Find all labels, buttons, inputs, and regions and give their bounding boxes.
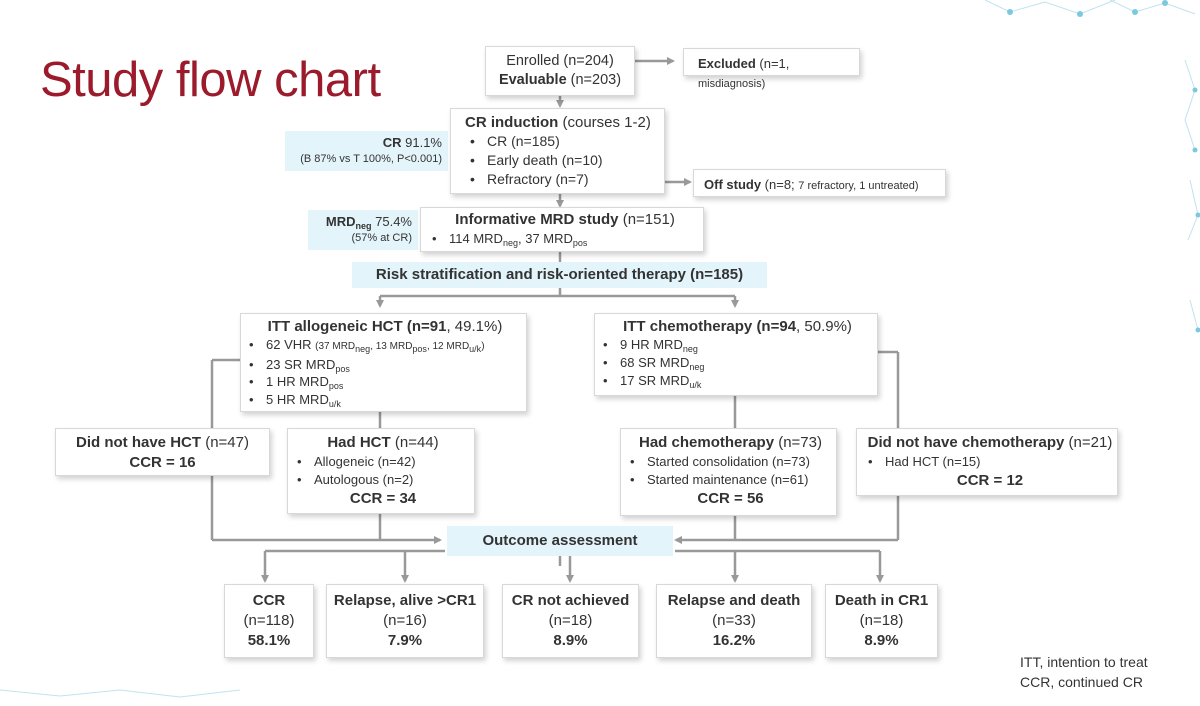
cr-rate-note: CR 91.1% (B 87% vs T 100%, P<0.001)	[285, 131, 448, 171]
had-chemo-box: Had chemotherapy (n=73) Started consolid…	[620, 428, 837, 516]
list-item: 5 HR MRDu/k	[244, 391, 526, 409]
mrd-rate-note: MRDneg 75.4% (57% at CR)	[308, 210, 418, 250]
had-hct-box: Had HCT (n=44) Allogeneic (n=42) Autolog…	[287, 428, 475, 514]
off-study-box: Off study (n=8; 7 refractory, 1 untreate…	[693, 169, 946, 197]
list-item: 114 MRDneg, 37 MRDpos	[427, 229, 703, 248]
list-item: CR (n=185)	[465, 132, 664, 151]
cr-induction-box: CR induction (courses 1-2) CR (n=185) Ea…	[450, 108, 665, 194]
page-title: Study flow chart	[40, 53, 381, 107]
list-item: Allogeneic (n=42)	[292, 453, 474, 471]
list-item: 68 SR MRDneg	[598, 354, 877, 372]
no-hct-box: Did not have HCT (n=47) CCR = 16	[55, 428, 270, 476]
outcome-assessment-band: Outcome assessment	[447, 526, 673, 556]
list-item: Had HCT (n=15)	[863, 453, 1117, 471]
outcome-box-cr-not-achieved: CR not achieved(n=18)8.9%	[502, 584, 639, 658]
itt-chemo-box: ITT chemotherapy (n=94, 50.9%) 9 HR MRDn…	[594, 313, 878, 396]
evaluable-line: Evaluable (n=203)	[498, 72, 622, 88]
list-item: Autologous (n=2)	[292, 471, 474, 489]
enrolled-box: Enrolled (n=204) Evaluable (n=203)	[485, 46, 635, 96]
outcome-box-relapse-alive: Relapse, alive >CR1(n=16)7.9%	[326, 584, 484, 658]
list-item: Refractory (n=7)	[465, 170, 664, 189]
itt-hct-box: ITT allogeneic HCT (n=91, 49.1%) 62 VHR …	[240, 313, 527, 412]
footnote-ccr: CCR, continued CR	[1020, 674, 1143, 690]
enrolled-line: Enrolled (n=204)	[506, 53, 614, 69]
list-item: Started maintenance (n=61)	[625, 471, 836, 489]
outcome-box-ccr: CCR(n=118)58.1%	[224, 584, 314, 658]
list-item: 17 SR MRDu/k	[598, 372, 877, 390]
footnote-itt: ITT, intention to treat	[1020, 654, 1148, 670]
list-item: Started consolidation (n=73)	[625, 453, 836, 471]
list-item: 1 HR MRDpos	[244, 373, 526, 391]
list-item: Early death (n=10)	[465, 151, 664, 170]
footnotes: ITT, intention to treat CCR, continued C…	[1020, 652, 1148, 692]
outcome-box-death-cr1: Death in CR1(n=18)8.9%	[825, 584, 938, 658]
excluded-box: Excluded (n=1, misdiagnosis)	[683, 48, 860, 90]
risk-stratification-band: Risk stratification and risk-oriented th…	[352, 262, 767, 288]
mrd-study-box: Informative MRD study (n=151) 114 MRDneg…	[420, 207, 704, 252]
list-item: 62 VHR (37 MRDneg, 13 MRDpos, 12 MRDu/k)	[244, 336, 526, 356]
list-item: 9 HR MRDneg	[598, 336, 877, 354]
outcome-box-relapse-death: Relapse and death(n=33)16.2%	[656, 584, 812, 658]
no-chemo-box: Did not have chemotherapy (n=21) Had HCT…	[856, 428, 1118, 496]
list-item: 23 SR MRDpos	[244, 356, 526, 374]
